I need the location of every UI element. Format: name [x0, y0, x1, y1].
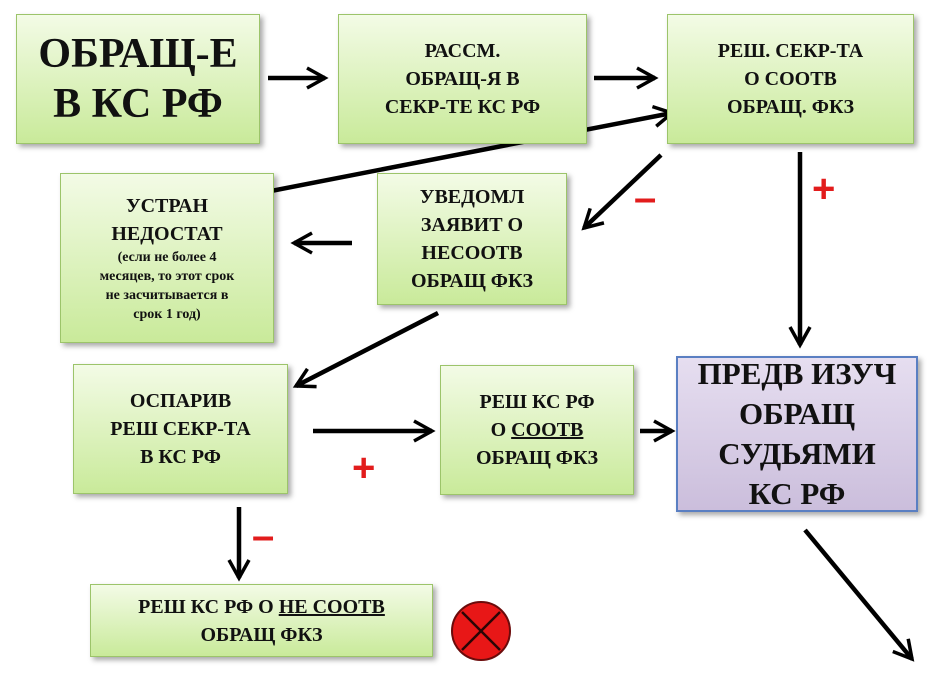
court-compliant-line-2: О СООТВ [491, 416, 584, 444]
preliminary-study-line-1: ПРЕДВ ИЗУЧ [697, 356, 897, 391]
secretariat-review-line-3: СЕКР-ТЕ КС РФ [384, 96, 541, 118]
challenge-decision-line-3: В КС РФ [140, 446, 221, 468]
fix-deficiencies-note-1: (если не более 4 [117, 250, 217, 265]
challenge-decision-line-2: РЕШ СЕКР-ТА [110, 418, 251, 440]
step-court-decision-compliant-box: РЕШ КС РФ О СООТВ ОБРАЩ ФКЗ [440, 365, 634, 495]
court-compliant-line-3: ОБРАЩ ФКЗ [475, 447, 599, 469]
court-noncompliant-line-2: ОБРАЩ ФКЗ [200, 623, 323, 646]
fix-deficiencies-line-2: НЕДОСТАТ [111, 223, 223, 245]
step-appeal-box: ОБРАЩ-Е В КС РФ [16, 14, 260, 144]
notify-applicant-line-1: УВЕДОМЛ [419, 186, 525, 208]
court-noncompliant-prefix: РЕШ КС РФ О [138, 595, 279, 618]
step-appeal-line-2: В КС РФ [53, 81, 223, 127]
step-preliminary-study-box: ПРЕДВ ИЗУЧ ОБРАЩ СУДЬЯМИ КС РФ [676, 356, 918, 512]
court-compliant-prefix: О [490, 419, 512, 441]
fix-deficiencies-note-2: месяцев, то этот срок [99, 269, 235, 284]
step-challenge-decision-box: ОСПАРИВ РЕШ СЕКР-ТА В КС РФ [73, 364, 288, 494]
secretariat-review-line-2: ОБРАЩ-Я В [405, 68, 520, 90]
plus-sign-challenge: + [352, 446, 376, 490]
court-compliant-line-1: РЕШ КС РФ [479, 391, 595, 413]
minus-sign-notify: – [634, 176, 657, 220]
step-fix-deficiencies-box: УСТРАН НЕДОСТАТ (если не более 4 месяцев… [60, 173, 274, 343]
arrow-box3-to-box5 [581, 153, 663, 231]
fix-deficiencies-note-4: срок 1 год) [133, 307, 201, 322]
arrow-box8-out [803, 528, 915, 662]
step-appeal-line-1: ОБРАЩ-Е [38, 31, 238, 77]
arrow-box4-to-box3 [239, 104, 676, 200]
court-noncompliant-line-1: РЕШ КС РФ О НЕ СООТВ [138, 593, 385, 621]
minus-sign-challenge: – [252, 514, 275, 558]
arrow-box5-to-box6 [292, 310, 440, 389]
notify-applicant-line-4: ОБРАЩ ФКЗ [410, 270, 534, 292]
notify-applicant-line-2: ЗАЯВИТ О [420, 214, 524, 236]
plus-sign-compliant: + [812, 167, 836, 211]
secretariat-decision-line-2: О СООТВ [744, 68, 837, 90]
step-notify-applicant-box: УВЕДОМЛ ЗАЯВИТ О НЕСООТВ ОБРАЩ ФКЗ [377, 173, 567, 305]
secretariat-decision-line-3: ОБРАЩ. ФКЗ [726, 96, 855, 118]
step-court-decision-noncompliant-box: РЕШ КС РФ О НЕ СООТВ ОБРАЩ ФКЗ [90, 584, 433, 657]
fix-deficiencies-note-3: не засчитывается в [105, 288, 229, 303]
court-compliant-underlined: СООТВ [511, 419, 584, 441]
preliminary-study-line-2: ОБРАЩ [738, 396, 855, 431]
court-noncompliant-underlined: НЕ СООТВ [278, 595, 385, 618]
preliminary-study-line-3: СУДЬЯМИ [718, 436, 876, 471]
step-secretariat-review-box: РАССМ. ОБРАЩ-Я В СЕКР-ТЕ КС РФ [338, 14, 587, 144]
challenge-decision-line-1: ОСПАРИВ [129, 390, 232, 412]
notify-applicant-line-3: НЕСООТВ [421, 242, 523, 264]
step-secretariat-decision-box: РЕШ. СЕКР-ТА О СООТВ ОБРАЩ. ФКЗ [667, 14, 914, 144]
preliminary-study-line-4: КС РФ [748, 476, 846, 511]
fix-deficiencies-line-1: УСТРАН [125, 195, 209, 217]
secretariat-review-line-1: РАССМ. [424, 40, 501, 62]
secretariat-decision-line-1: РЕШ. СЕКР-ТА [717, 40, 864, 62]
stop-cross-icon [451, 601, 511, 661]
